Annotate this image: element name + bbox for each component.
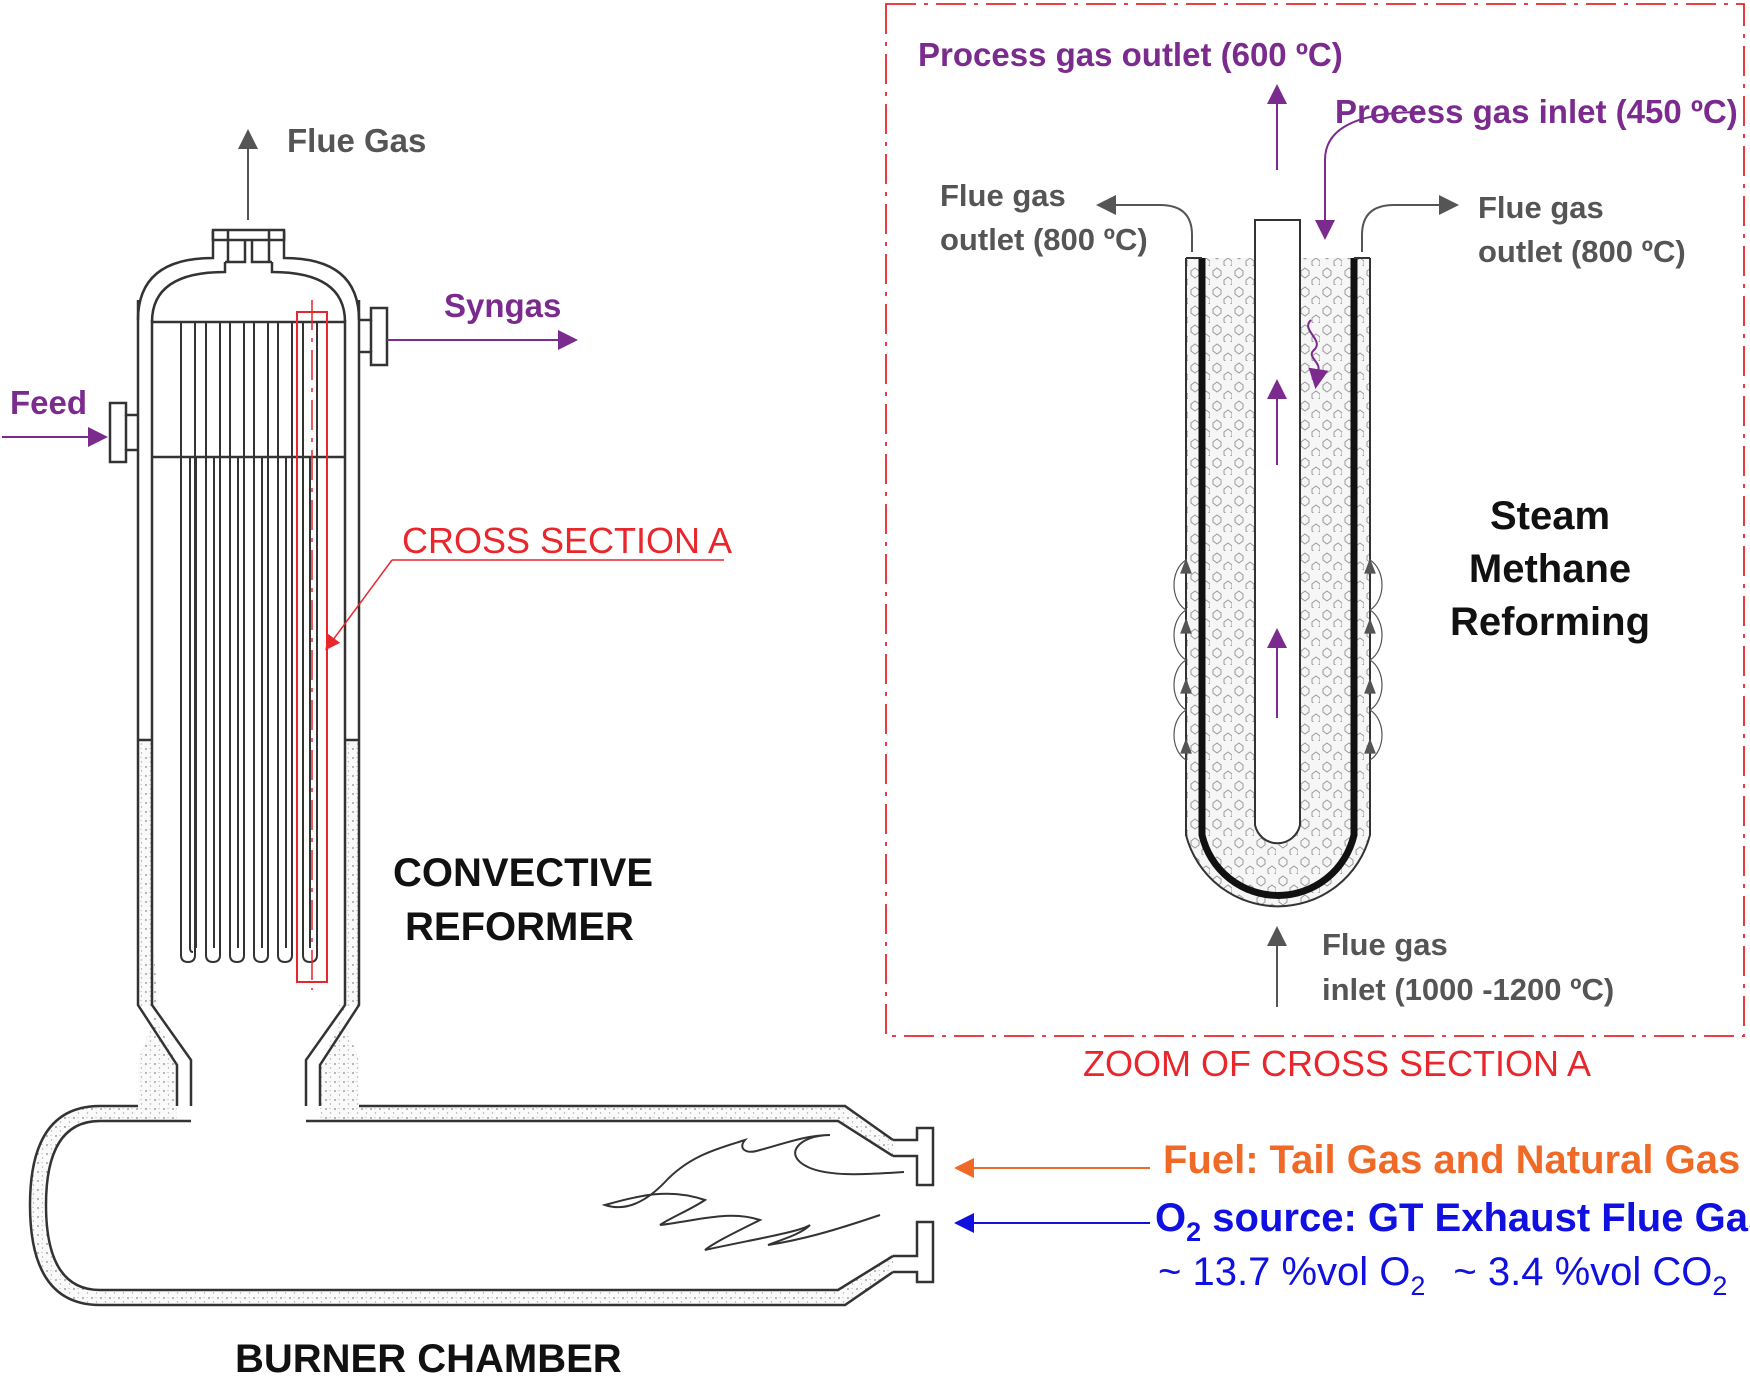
flue-gas-outlet-right-line1: Flue gas xyxy=(1478,190,1604,225)
cross-section-a-leader-arrow xyxy=(325,559,393,651)
flue-gas-outlet-left-arrow xyxy=(1096,195,1193,252)
convective-label: CONVECTIVE xyxy=(393,851,653,895)
zoom-frame xyxy=(885,3,1745,1037)
reformer-label: REFORMER xyxy=(405,905,634,949)
composition-label: ~ 13.7 %vol O2~ 3.4 %vol CO2 xyxy=(1158,1250,1727,1301)
process-gas-inlet-arrow xyxy=(1315,111,1423,240)
feed-label: Feed xyxy=(10,384,87,421)
syngas-label: Syngas xyxy=(444,287,561,324)
flue-gas-outlet-right-arrow xyxy=(1361,195,1459,252)
flue-gas-outlet-left-line1: Flue gas xyxy=(940,178,1066,213)
bayonet-tube-zoom xyxy=(1185,219,1371,908)
flue-gas-outlet-right-line2: outlet (800 ºC) xyxy=(1478,234,1686,269)
smr-label-line2: Methane xyxy=(1469,547,1631,591)
process-gas-inlet-label: Process gas inlet (450 ºC) xyxy=(1335,93,1738,130)
smr-label-line1: Steam xyxy=(1490,494,1610,538)
process-gas-outlet-label: Process gas outlet (600 ºC) xyxy=(918,36,1343,73)
fuel-label: Fuel: Tail Gas and Natural Gas xyxy=(1163,1138,1740,1182)
shell-insulation-right-band xyxy=(345,740,359,1006)
bayonet-tubes xyxy=(180,322,318,964)
flue-gas-side-flow xyxy=(1173,558,1383,761)
cross-section-a-label: CROSS SECTION A xyxy=(402,520,732,561)
flue-gas-top-label: Flue Gas xyxy=(287,122,426,159)
flue-gas-inlet-line2: inlet (1000 -1200 ºC) xyxy=(1322,972,1614,1007)
process-gas-down-arrow xyxy=(1307,319,1329,389)
burner-flame xyxy=(601,1134,905,1251)
o2-source-label: O2 source: GT Exhaust Flue Gas xyxy=(1155,1196,1750,1247)
flue-gas-outlet-left-line2: outlet (800 ºC) xyxy=(940,222,1148,257)
smr-label-line3: Reforming xyxy=(1450,600,1650,644)
convective-reformer-vessel xyxy=(108,228,389,1106)
burner-chamber xyxy=(28,1104,935,1307)
flue-gas-inlet-line1: Flue gas xyxy=(1322,927,1448,962)
zoom-caption: ZOOM OF CROSS SECTION A xyxy=(1083,1043,1591,1084)
shell-insulation-left-band xyxy=(138,740,152,1006)
burner-chamber-label: BURNER CHAMBER xyxy=(235,1337,622,1379)
